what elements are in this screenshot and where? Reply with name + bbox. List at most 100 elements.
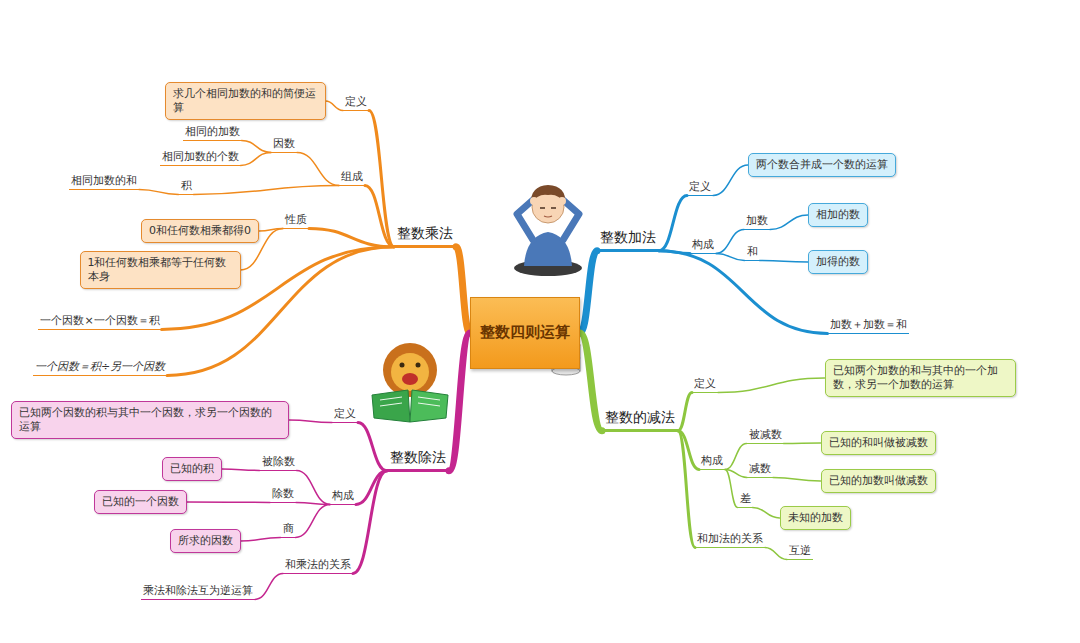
topic-label: 定义 (343, 95, 369, 111)
branch-line (678, 431, 695, 548)
node-text: 整数的减法 (605, 408, 675, 426)
lion-figure (372, 343, 448, 422)
node-text: 互逆 (789, 544, 811, 558)
branch-line (773, 477, 821, 481)
node-text: 被除数 (262, 455, 295, 469)
node-text: 一个因数×一个因数＝积 (40, 314, 159, 328)
topic-box: 未知的加数 (780, 506, 851, 530)
topic-label: 加数＋加数＝和 (828, 318, 909, 334)
node-text: 定义 (694, 377, 716, 391)
topic-label: 相同加数的和 (69, 174, 139, 190)
node-text: 已知两个加数的和与其中的一个加数，求另一个加数的运算 (833, 364, 1008, 393)
topic-box: 已知两个因数的积与其中一个因数，求另一个因数的运算 (11, 401, 289, 440)
branch-line (289, 420, 332, 422)
topic-box: 所求的因数 (170, 529, 241, 553)
topic-box: 相加的数 (808, 203, 868, 227)
topic-label: 被减数 (747, 428, 784, 444)
node-text: 已知的一个因数 (102, 495, 179, 509)
topic-label: 乘法和除法互为逆运算 (141, 584, 255, 600)
topic-label: 和 (745, 245, 760, 261)
topic-label: 组成 (339, 170, 365, 186)
node-text: 求几个相同加数的和的简便运算 (173, 87, 318, 116)
topic-box: 已知的和叫做被减数 (821, 431, 936, 455)
topic-box: 0和任何数相乘都得0 (141, 219, 259, 243)
node-text: 加数 (746, 214, 768, 228)
node-text: 和乘法的关系 (285, 558, 351, 572)
node-text: 积 (181, 179, 192, 193)
branch-line (659, 195, 687, 250)
node-text: 加得的数 (816, 255, 860, 269)
topic-label: 定义 (692, 377, 718, 393)
topic-label: 定义 (332, 407, 358, 423)
topic-box: 已知的积 (162, 457, 222, 481)
topic-label: 积 (179, 179, 194, 195)
node-text: 乘法和除法互为逆运算 (143, 584, 253, 598)
node-text: 和 (747, 245, 758, 259)
node-text: 组成 (341, 170, 363, 184)
branch-line (580, 251, 597, 333)
topic-label: 构成 (690, 238, 716, 254)
node-text: 整数加法 (600, 228, 656, 246)
branch-line (242, 140, 272, 152)
node-text: 一个因数＝积÷另一个因数 (35, 360, 165, 374)
topic-label: 相同加数的个数 (160, 150, 241, 166)
node-text: 整数乘法 (397, 224, 453, 242)
branch-line (297, 470, 331, 504)
topic-label: 构成 (699, 454, 725, 470)
branch-line (765, 547, 787, 559)
topic-label: 减数 (747, 462, 773, 478)
node-text: 已知的加数叫做减数 (829, 474, 928, 488)
topic-label: 定义 (687, 180, 713, 196)
branch-line (194, 185, 340, 194)
node-text: 和加法的关系 (697, 532, 763, 546)
branch-line (255, 573, 283, 599)
topic-box: 已知两个加数的和与其中的一个加数，求另一个加数的运算 (825, 359, 1016, 398)
branch-line (753, 507, 780, 518)
topic-box: 求几个相同加数的和的简便运算 (165, 82, 326, 121)
topic-box: 加得的数 (808, 250, 868, 274)
node-text: 定义 (345, 95, 367, 109)
node-text: 减数 (749, 462, 771, 476)
node-text: 已知的和叫做被减数 (829, 436, 928, 450)
branch-line (725, 443, 747, 469)
branch-line (139, 189, 179, 194)
node-text: 整数除法 (390, 448, 446, 466)
branch-line (716, 229, 744, 253)
node-text: 所求的因数 (178, 534, 233, 548)
branch-line (678, 392, 692, 430)
topic-label: 商 (281, 522, 296, 538)
topic-box: 已知的一个因数 (94, 490, 187, 514)
node-text: 构成 (692, 238, 714, 252)
branch-line (725, 469, 738, 507)
branch-line (296, 502, 330, 504)
node-text: 整数四则运算 (480, 323, 570, 343)
branch-label: 整数除法 (387, 448, 449, 471)
node-text: 差 (740, 492, 751, 506)
node-text: 未知的加数 (788, 511, 843, 525)
central-topic: 整数四则运算 (470, 297, 580, 369)
node-text: 两个数合并成一个数的运算 (756, 158, 888, 172)
topic-label: 被除数 (260, 455, 297, 471)
branch-line (784, 442, 821, 444)
node-text: 已知的积 (170, 462, 214, 476)
branch-line (296, 504, 331, 537)
node-text: 0和任何数相乘都得0 (149, 224, 251, 238)
branch-label: 整数乘法 (394, 224, 456, 247)
topic-box: 已知的加数叫做减数 (821, 469, 936, 493)
branch-line (187, 501, 271, 503)
topic-label: 和乘法的关系 (283, 558, 353, 574)
node-text: 相同加数的和 (71, 174, 137, 188)
branch-label: 整数加法 (597, 228, 659, 251)
topic-label: 性质 (283, 213, 309, 229)
branch-line (456, 247, 470, 333)
branch-line (716, 253, 745, 260)
topic-label: 构成 (330, 489, 356, 505)
branch-line (659, 251, 828, 334)
topic-label: 加数 (744, 214, 770, 230)
node-text: 因数 (273, 137, 295, 151)
node-text: 已知两个因数的积与其中一个因数，求另一个因数的运算 (19, 406, 281, 435)
topic-box: 1和任何数相乘都等于任何数本身 (80, 251, 241, 290)
branch-line (241, 152, 272, 165)
branch-line (358, 422, 387, 470)
node-text: 商 (283, 522, 294, 536)
